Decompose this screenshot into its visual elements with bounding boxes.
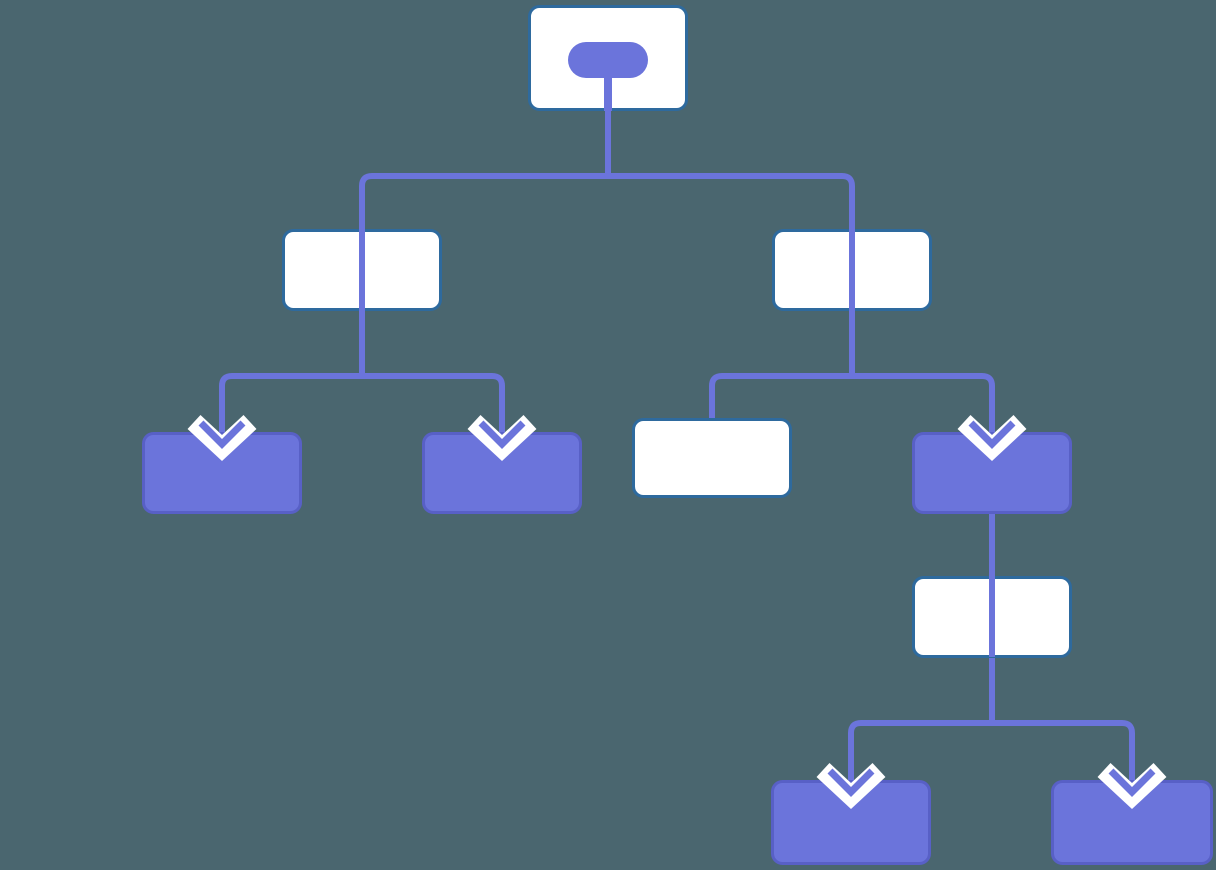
node-box-l5-right[interactable] — [1051, 780, 1213, 865]
edge-layer — [219, 111, 1135, 780]
edge-e-l4-l5right — [989, 657, 1135, 780]
node-l5-right[interactable] — [1051, 780, 1213, 865]
arrowhead-layer — [187, 415, 1167, 809]
node-root[interactable] — [528, 5, 688, 112]
node-layer — [142, 5, 1213, 865]
arrowhead-chevron — [968, 420, 1016, 449]
edge-e-l4-l5left — [848, 657, 995, 780]
node-box-l3-c[interactable] — [632, 418, 792, 498]
node-l3-d[interactable] — [912, 432, 1072, 514]
edge-e-l2left-l3b — [359, 311, 505, 432]
arrowhead-chevron — [198, 420, 246, 449]
node-l3-b[interactable] — [422, 432, 582, 514]
arrowhead-chevron — [478, 420, 526, 449]
node-l3-a[interactable] — [142, 432, 302, 514]
node-box-l3-b[interactable] — [422, 432, 582, 514]
arrowhead-chevron — [1108, 768, 1156, 797]
arrowhead-chevron — [827, 768, 875, 797]
node-l3-c[interactable] — [632, 418, 792, 498]
arrowhead-l3-a — [187, 415, 257, 461]
arrowhead-l3-b — [467, 415, 537, 461]
arrowhead-l3-d — [957, 415, 1027, 461]
edge-e-l2right-l3c — [709, 311, 855, 418]
edge-through-node-layer — [359, 229, 995, 657]
arrowhead-l5-right — [1097, 763, 1167, 809]
node-pill-badge — [568, 42, 648, 78]
edge-e-root-l2right — [605, 111, 855, 229]
edge-e-root-l2left — [359, 111, 611, 229]
edge-e-l2right-l3d — [849, 311, 995, 432]
edge-e-l2left-l3a — [219, 311, 365, 432]
node-l5-left[interactable] — [771, 780, 931, 865]
node-box-l3-d[interactable] — [912, 432, 1072, 514]
node-box-l5-left[interactable] — [771, 780, 931, 865]
node-box-l3-a[interactable] — [142, 432, 302, 514]
arrowhead-l5-left — [816, 763, 886, 809]
node-pill-stem — [604, 78, 612, 111]
